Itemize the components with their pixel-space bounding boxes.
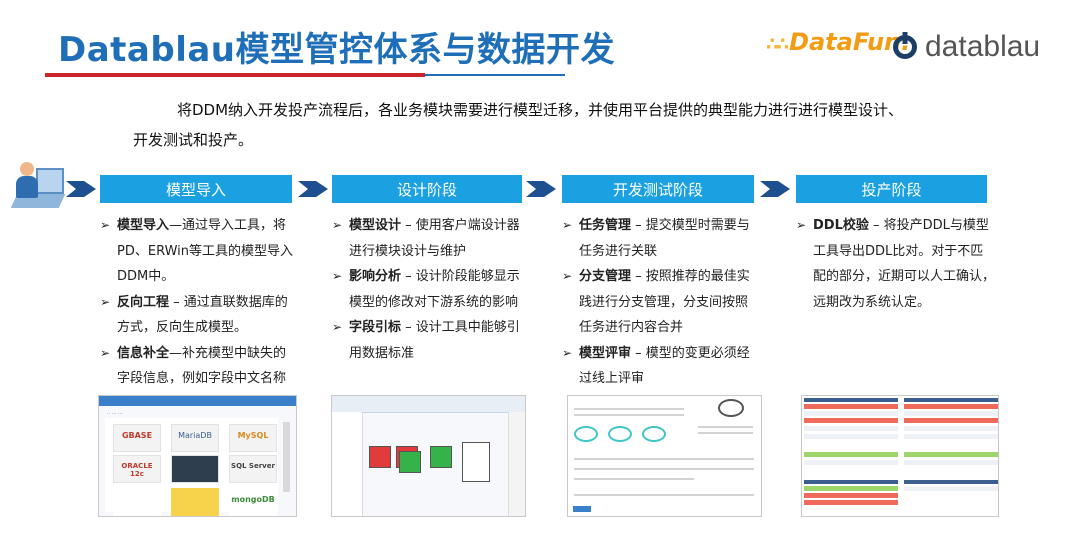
- datablau-logo-icon: [893, 35, 917, 59]
- ddl-compare-screenshot: [801, 395, 999, 517]
- list-item: ➢信息补全—补充模型中缺失的字段信息，例如字段中文名称: [100, 341, 296, 392]
- stage-header-devtest: 开发测试阶段: [562, 175, 754, 203]
- datablau-logo-text: datablau: [925, 30, 1041, 63]
- list-item: ➢分支管理 – 按照推荐的最佳实践进行分支管理，分支间按照任务进行内容合并: [562, 264, 758, 341]
- list-item: ➢模型导入—通过导入工具，将PD、ERWin等工具的模型导入DDM中。: [100, 213, 296, 290]
- datafun-dots-icon: ∴∴: [766, 34, 789, 55]
- list-item: ➢影响分析 – 设计阶段能够显示模型的修改对下游系统的影响: [332, 264, 528, 315]
- list-arrow-icon: ➢: [100, 294, 111, 309]
- list-arrow-icon: ➢: [100, 218, 111, 232]
- db-tile: ORACLE 12c: [113, 455, 161, 483]
- db-tile: [171, 455, 219, 483]
- stage-column-design: ➢模型设计 – 使用客户端设计器进行模块设计与维护 ➢影响分析 – 设计阶段能够…: [332, 213, 528, 366]
- stage-header-production: 投产阶段: [796, 175, 987, 203]
- db-tile: [171, 488, 219, 516]
- datafun-logo-text: DataFun.: [789, 28, 911, 56]
- db-tile: mongoDB: [229, 488, 277, 516]
- intro-paragraph: 将DDM纳入开发投产流程后，各业务模块需要进行模型迁移，并使用平台提供的典型能力…: [133, 95, 953, 155]
- chevron-arrow-icon: [298, 181, 328, 197]
- list-item: ➢反向工程 – 通过直联数据库的方式，反向生成模型。: [100, 290, 296, 341]
- list-item: ➢模型设计 – 使用客户端设计器进行模块设计与维护: [332, 213, 528, 264]
- intro-line-2: 开发测试和投产。: [133, 131, 254, 149]
- person-at-computer-icon: [8, 158, 68, 212]
- list-arrow-icon: ➢: [796, 218, 807, 232]
- chevron-arrow-icon: [760, 181, 790, 197]
- db-tile: MariaDB: [171, 424, 219, 452]
- list-item: ➢任务管理 – 提交模型时需要与任务进行关联: [562, 213, 758, 264]
- title-underline-red: [45, 73, 425, 77]
- stage-column-import: ➢模型导入—通过导入工具，将PD、ERWin等工具的模型导入DDM中。 ➢反向工…: [100, 213, 296, 392]
- list-arrow-icon: ➢: [332, 269, 343, 283]
- datablau-logo: datablau: [893, 30, 1040, 64]
- db-tile: [113, 488, 161, 516]
- stage-column-devtest: ➢任务管理 – 提交模型时需要与任务进行关联 ➢分支管理 – 按照推荐的最佳实践…: [562, 213, 758, 392]
- db-tile: GBASE: [113, 424, 161, 452]
- stage-header-import: 模型导入: [100, 175, 292, 203]
- chevron-arrow-icon: [526, 181, 556, 197]
- list-arrow-icon: ➢: [562, 345, 573, 360]
- model-designer-screenshot: [331, 395, 526, 517]
- intro-line-1: 将DDM纳入开发投产流程后，各业务模块需要进行模型迁移，并使用平台提供的典型能力…: [177, 101, 904, 119]
- chevron-arrow-icon: [66, 181, 96, 197]
- list-arrow-icon: ➢: [332, 218, 343, 232]
- db-tile: MySQL: [229, 424, 277, 452]
- list-arrow-icon: ➢: [332, 320, 343, 334]
- stage-header-design: 设计阶段: [332, 175, 522, 203]
- list-item: ➢字段引标 – 设计工具中能够引用数据标准: [332, 315, 528, 366]
- stage-column-production: ➢DDL校验 – 将投产DDL与模型工具导出DDL比对。对于不匹配的部分，近期可…: [796, 213, 996, 315]
- import-tool-screenshot: ·· ··· ··· GBASE MariaDB MySQL ORACLE 12…: [98, 395, 297, 517]
- page-title: Datablau模型管控体系与数据开发: [58, 30, 616, 70]
- list-arrow-icon: ➢: [562, 218, 573, 232]
- datafun-logo: ∴∴DataFun.: [766, 28, 910, 56]
- title-underline-blue: [425, 74, 565, 76]
- list-arrow-icon: ➢: [562, 269, 573, 283]
- list-item: ➢DDL校验 – 将投产DDL与模型工具导出DDL比对。对于不匹配的部分，近期可…: [796, 213, 996, 315]
- list-item: ➢模型评审 – 模型的变更必须经过线上评审: [562, 341, 758, 392]
- db-tile: SQL Server: [229, 455, 277, 483]
- list-arrow-icon: ➢: [100, 345, 111, 360]
- model-review-screenshot: [567, 395, 762, 517]
